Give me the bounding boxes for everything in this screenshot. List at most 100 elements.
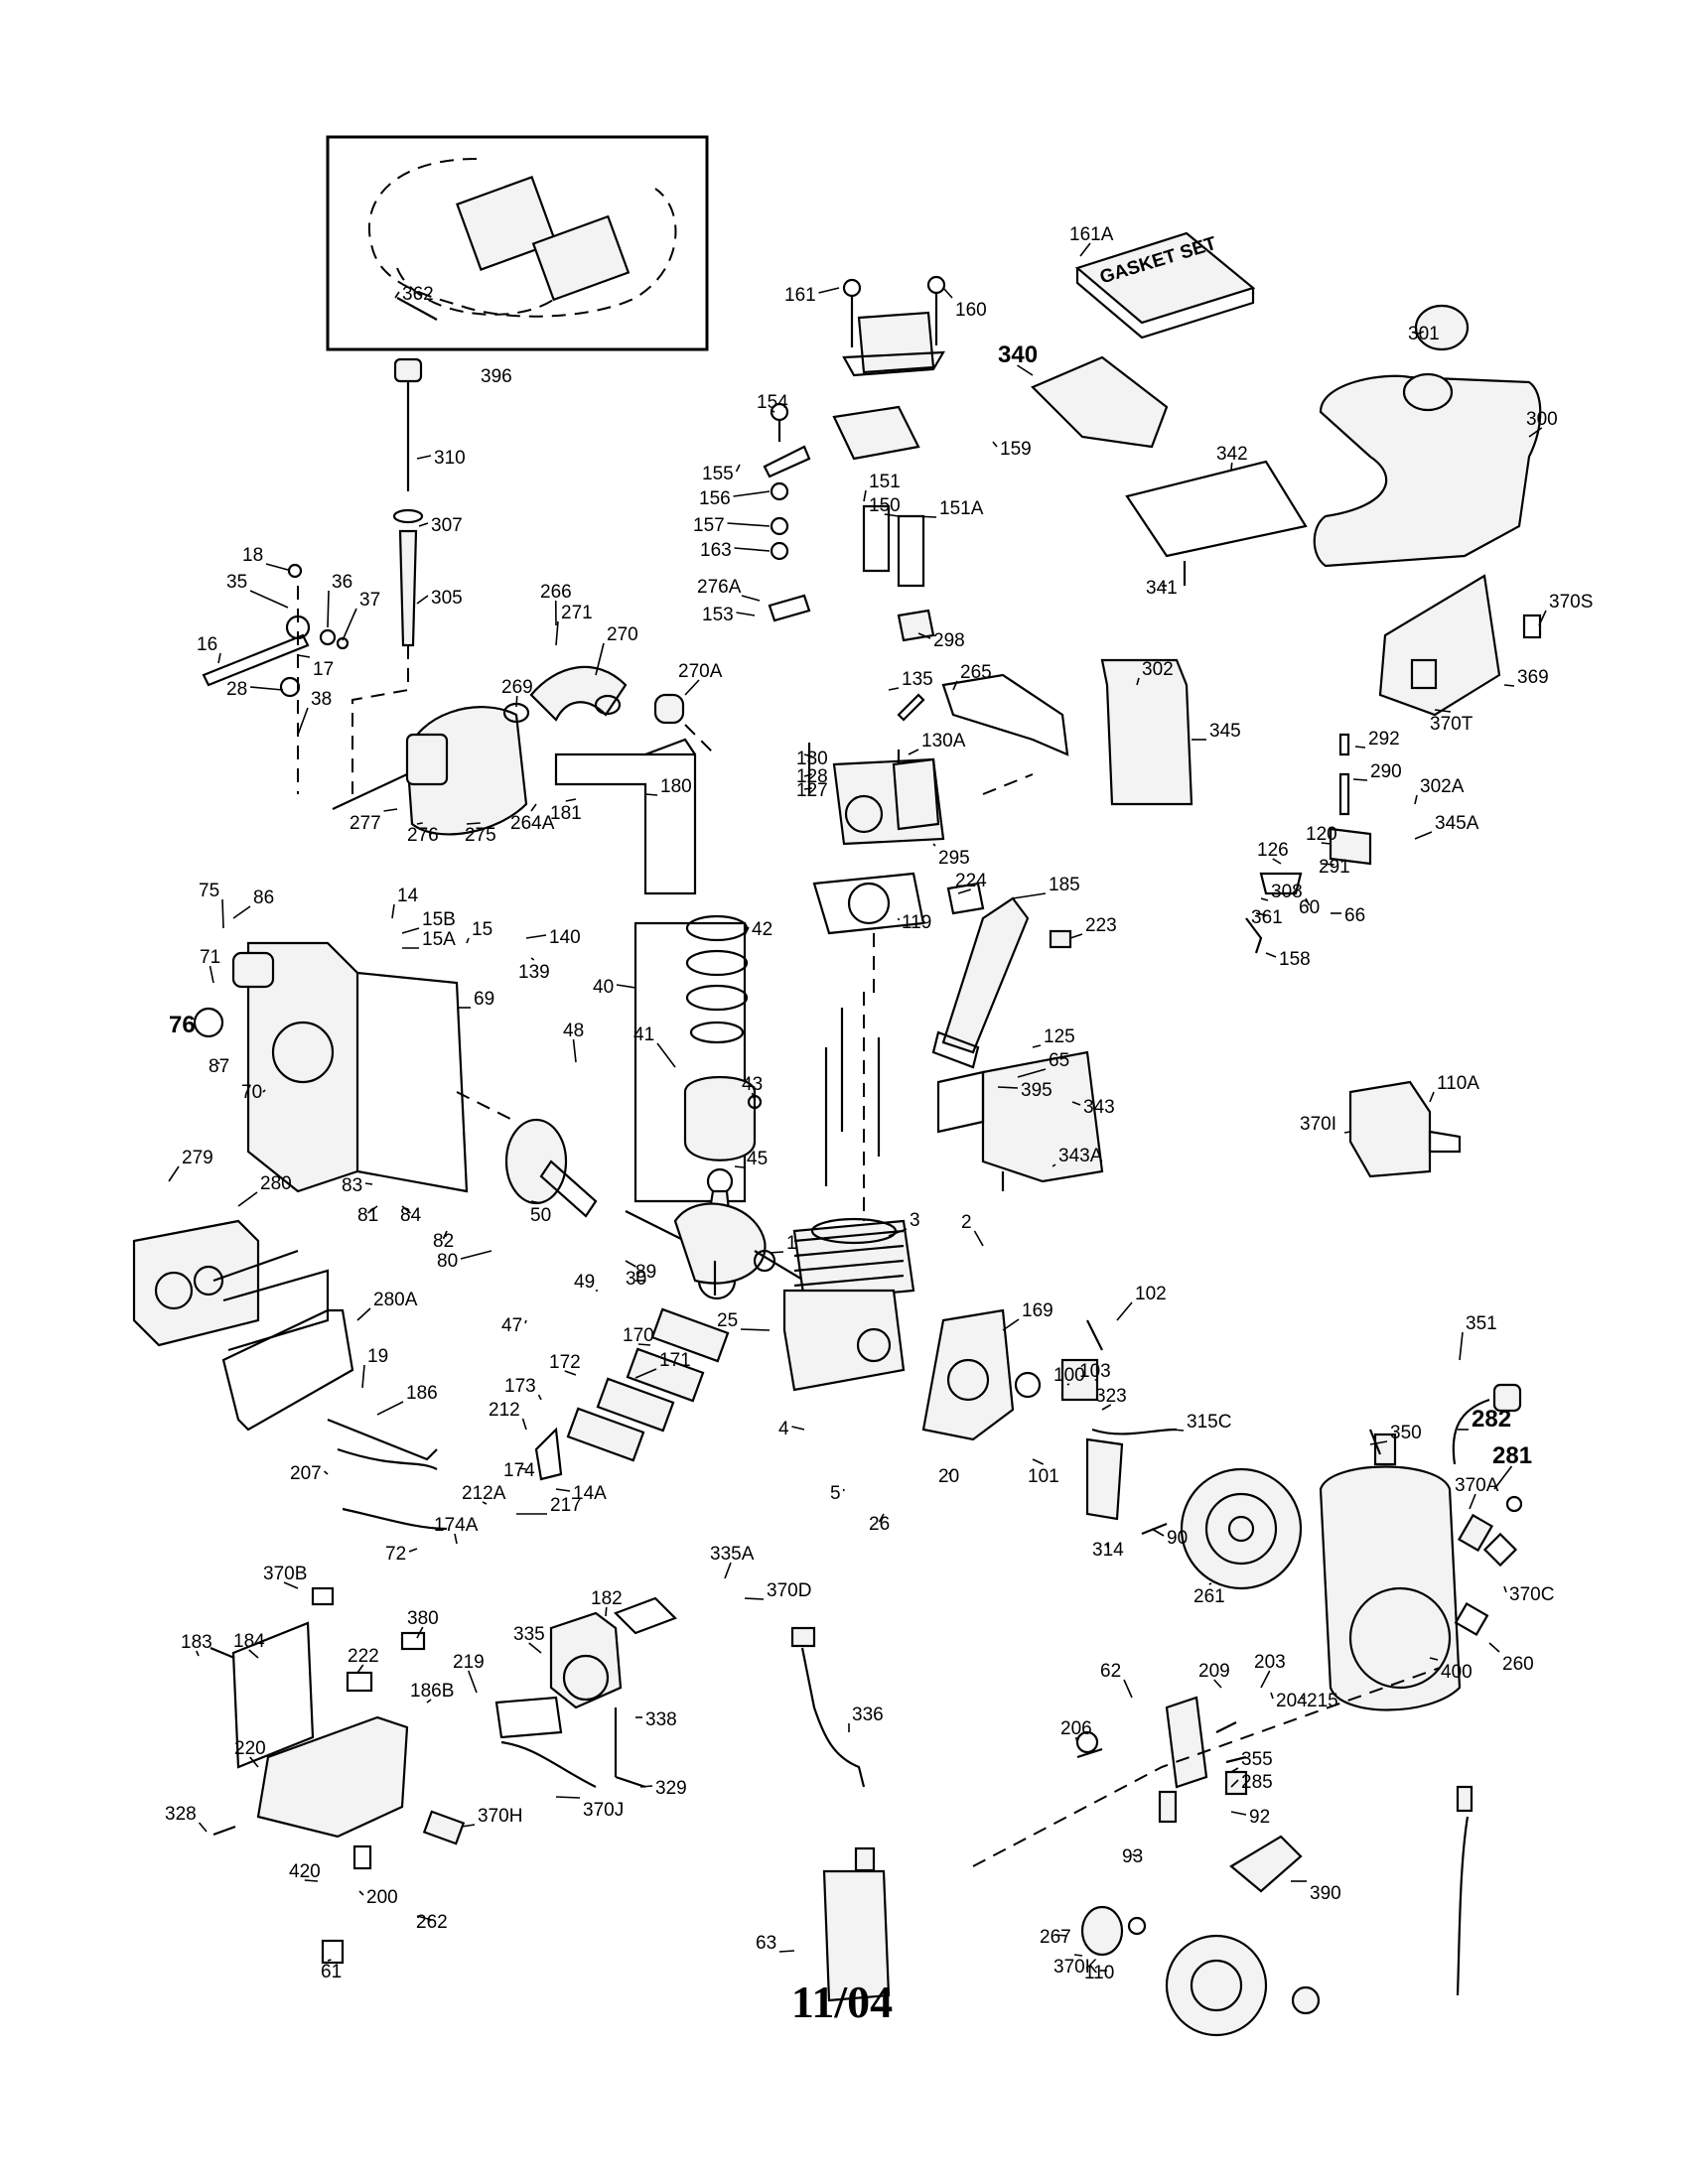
- part-label-290: 290: [1370, 761, 1402, 782]
- part-label-323: 323: [1095, 1386, 1127, 1407]
- part-label-3: 3: [910, 1210, 920, 1231]
- control-bracket: [1075, 1696, 1248, 1824]
- leader-line-182: [605, 1606, 608, 1617]
- part-label-161: 161: [784, 285, 816, 306]
- part-label-269: 269: [501, 677, 533, 698]
- part-label-292: 292: [1368, 729, 1400, 750]
- part-label-264a: 264A: [510, 813, 555, 834]
- fasteners: [210, 1171, 1382, 1837]
- leader-line-45: [734, 1165, 745, 1168]
- leader-line-180: [644, 793, 658, 796]
- part-label-35: 35: [226, 572, 247, 593]
- part-label-120: 120: [1306, 824, 1337, 845]
- leader-line-265: [952, 680, 958, 691]
- part-label-61: 61: [321, 1962, 342, 1982]
- part-label-262: 262: [416, 1912, 448, 1933]
- air-cleaner-plate: [221, 1308, 354, 1432]
- part-label-130a: 130A: [921, 731, 966, 751]
- leader-line-186: [376, 1401, 404, 1416]
- part-label-15: 15: [472, 919, 492, 940]
- part-label-369: 369: [1517, 667, 1549, 688]
- part-label-72: 72: [385, 1544, 406, 1565]
- leader-line-84: [401, 1205, 412, 1214]
- leader-line-14: [391, 903, 395, 919]
- part-label-173: 173: [504, 1376, 536, 1397]
- part-label-130: 130: [796, 749, 828, 769]
- leader-line-61: [327, 1959, 332, 1962]
- part-label-69: 69: [474, 989, 494, 1010]
- leader-line-15b: [401, 927, 420, 934]
- leader-line-128: [803, 773, 812, 777]
- leader-line-370c: [1503, 1585, 1507, 1593]
- part-label-298: 298: [933, 630, 965, 651]
- leader-line-43: [751, 1092, 756, 1101]
- part-label-2: 2: [961, 1212, 972, 1233]
- leader-line-270a: [684, 679, 700, 696]
- part-label-282: 282: [1472, 1406, 1511, 1433]
- leader-line-295: [932, 843, 936, 847]
- leader-line-370i: [1343, 1131, 1351, 1134]
- part-label-340: 340: [998, 341, 1038, 368]
- leader-line-212a: [482, 1501, 488, 1505]
- part-label-16: 16: [197, 634, 217, 655]
- leader-line-157: [727, 522, 771, 527]
- part-label-335: 335: [513, 1624, 545, 1645]
- part-label-396: 396: [481, 366, 512, 387]
- leader-line-172: [564, 1370, 577, 1376]
- rewind-starter: [972, 1667, 1441, 2037]
- part-label-125: 125: [1044, 1026, 1075, 1047]
- leader-line-92: [1230, 1811, 1247, 1816]
- leader-line-25: [740, 1328, 771, 1331]
- leader-line-362: [394, 291, 400, 299]
- part-label-261: 261: [1193, 1586, 1225, 1607]
- part-label-28: 28: [226, 679, 247, 700]
- part-label-370h: 370H: [478, 1806, 522, 1827]
- part-label-265: 265: [960, 662, 992, 683]
- leader-line-215: [1300, 1697, 1305, 1700]
- part-label-336: 336: [852, 1705, 884, 1725]
- part-label-110: 110: [1084, 1963, 1114, 1983]
- governor-links: [327, 1418, 448, 1531]
- flywheel-key-bracket: [921, 1308, 1042, 1441]
- part-label-345a: 345A: [1435, 813, 1479, 834]
- part-label-295: 295: [938, 848, 970, 869]
- engine-block: [782, 1217, 915, 1392]
- leader-line-5: [842, 1488, 845, 1492]
- part-label-217: 217: [550, 1495, 582, 1516]
- leader-line-174: [518, 1467, 527, 1470]
- leader-line-135: [888, 687, 900, 691]
- carburetor: [494, 1596, 677, 1777]
- part-label-163: 163: [700, 540, 732, 561]
- leader-line-82: [442, 1230, 448, 1240]
- leader-line-26: [878, 1513, 885, 1523]
- part-label-270a: 270A: [678, 661, 723, 682]
- leader-line-264a: [530, 803, 537, 812]
- leader-line-285: [1230, 1779, 1239, 1788]
- leader-line-170: [637, 1343, 651, 1346]
- leader-line-262: [416, 1915, 432, 1921]
- leader-line-370s: [1538, 610, 1547, 626]
- leader-line-35: [249, 590, 289, 609]
- part-label-71: 71: [200, 947, 220, 968]
- leader-line-161a: [1079, 242, 1091, 257]
- leader-line-18: [265, 563, 289, 571]
- part-label-174: 174: [503, 1460, 535, 1481]
- governor-lever-assembly: [202, 563, 350, 794]
- part-label-41: 41: [633, 1024, 654, 1045]
- part-label-135: 135: [902, 669, 933, 690]
- part-label-140: 140: [549, 927, 581, 948]
- leader-line-184: [248, 1649, 259, 1659]
- leader-line-340: [1017, 364, 1034, 376]
- fuel-pump: [1348, 1080, 1462, 1178]
- part-label-174a: 174A: [434, 1515, 479, 1536]
- leader-line-72: [408, 1548, 418, 1553]
- leader-line-281: [1493, 1465, 1513, 1490]
- leader-line-276a: [741, 595, 761, 602]
- part-label-87: 87: [209, 1056, 229, 1077]
- part-label-184: 184: [233, 1631, 265, 1652]
- leader-line-14a: [555, 1488, 571, 1492]
- part-label-280a: 280A: [373, 1290, 418, 1310]
- part-label-300: 300: [1526, 409, 1558, 430]
- leader-line-370h: [461, 1824, 476, 1828]
